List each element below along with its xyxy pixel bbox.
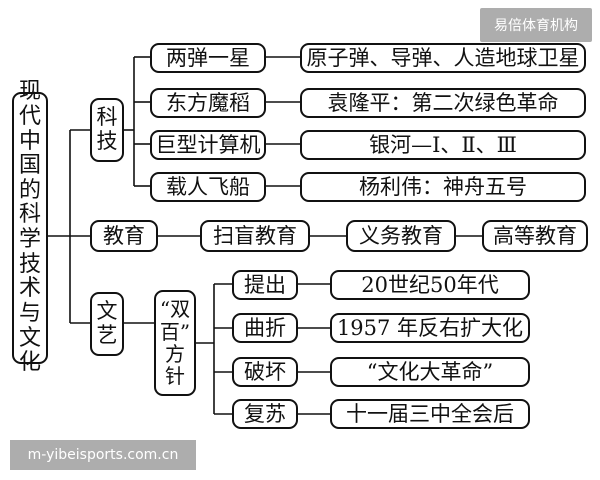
policy-node: “双 百” 方 针 xyxy=(154,290,196,396)
culture-node: 文 艺 xyxy=(90,292,124,356)
root-char: 学 xyxy=(18,227,41,252)
culture-char: 文 xyxy=(96,299,118,324)
policy-char: 针 xyxy=(165,364,185,389)
science-char: 科 xyxy=(96,105,118,130)
science-char: 技 xyxy=(96,129,118,153)
culture-detail: “文化大革命” xyxy=(330,357,530,387)
watermark-bottom-left: m-yibeisports.com.cn xyxy=(10,440,196,470)
culture-phase: 曲折 xyxy=(232,313,298,343)
culture-phase: 破坏 xyxy=(232,357,298,387)
culture-detail: 1957 年反右扩大化 xyxy=(330,313,530,343)
science-detail: 袁隆平：第二次绿色革命 xyxy=(300,88,586,118)
root-char: 化 xyxy=(18,350,41,376)
policy-char: 方 xyxy=(165,342,185,366)
policy-char: “双 xyxy=(159,297,191,322)
root-char: 术 xyxy=(18,276,41,302)
science-topic: 东方魔稻 xyxy=(150,88,266,118)
education-node: 教育 xyxy=(90,220,158,252)
culture-detail: 20世纪50年代 xyxy=(330,270,530,300)
science-node: 科 技 xyxy=(90,98,124,162)
policy-char: 百” xyxy=(159,319,191,344)
root-char: 国 xyxy=(18,153,41,179)
watermark-top-right: 易倍体育机构 xyxy=(480,8,592,42)
culture-phase: 复苏 xyxy=(232,399,298,429)
education-stage: 高等教育 xyxy=(482,220,588,252)
root-char: 文 xyxy=(18,325,41,351)
root-char: 现 xyxy=(18,79,41,105)
root-char: 技 xyxy=(18,251,41,277)
root-char: 与 xyxy=(18,300,41,326)
root-char: 科 xyxy=(18,202,41,228)
root-node: 现 代 中 国 的 科 学 技 术 与 文 化 xyxy=(12,80,48,375)
science-detail: 银河—Ⅰ、Ⅱ、Ⅲ xyxy=(300,130,586,160)
education-stage: 扫盲教育 xyxy=(200,220,310,252)
culture-phase: 提出 xyxy=(232,270,298,300)
science-detail: 杨利伟：神舟五号 xyxy=(300,172,586,202)
science-topic: 两弹一星 xyxy=(150,43,266,73)
root-char: 中 xyxy=(18,128,41,154)
root-char: 代 xyxy=(18,103,41,129)
science-topic: 载人飞船 xyxy=(150,172,266,202)
science-topic: 巨型计算机 xyxy=(150,130,266,160)
science-detail: 原子弹、导弹、人造地球卫星 xyxy=(300,43,586,73)
culture-char: 艺 xyxy=(96,323,118,347)
education-stage: 义务教育 xyxy=(346,220,456,252)
culture-detail: 十一届三中全会后 xyxy=(330,399,530,429)
root-char: 的 xyxy=(18,177,41,203)
